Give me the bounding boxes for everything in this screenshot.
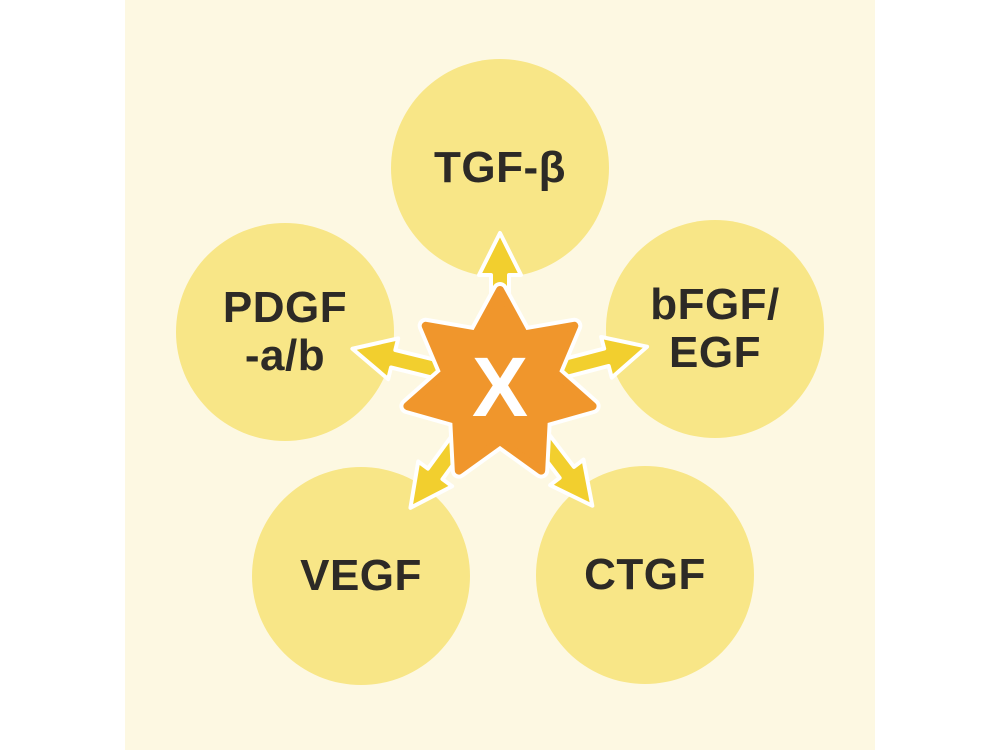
node-pdgf-ab-label: PDGF -a/b: [222, 283, 348, 380]
node-bfgf-egf: bFGF/ EGF: [606, 220, 824, 438]
central-burst-icon: X: [399, 282, 601, 479]
node-vegf: VEGF: [252, 467, 470, 685]
center-x-label: X: [472, 340, 528, 434]
node-vegf-label: VEGF: [300, 551, 422, 601]
diagram-panel: TGF-β PDGF -a/b bFGF/ EGF VEGF CTGF: [125, 0, 875, 750]
node-pdgf-ab: PDGF -a/b: [176, 223, 394, 441]
node-bfgf-egf-label: bFGF/ EGF: [650, 280, 780, 377]
node-ctgf-label: CTGF: [584, 550, 706, 600]
node-tgf-beta-label: TGF-β: [434, 143, 566, 193]
node-ctgf: CTGF: [536, 466, 754, 684]
arrows-and-star-layer: X: [350, 231, 650, 510]
